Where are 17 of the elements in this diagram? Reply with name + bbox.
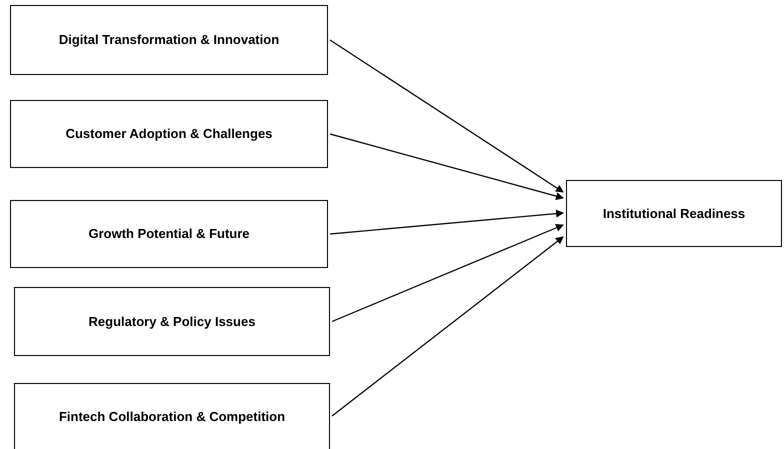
arrow — [330, 210, 564, 235]
arrow — [332, 224, 564, 322]
process-box — [10, 100, 328, 168]
box-label: Institutional Readiness — [602, 204, 746, 223]
arrow — [330, 40, 564, 193]
box-label: Regulatory & Policy Issues — [88, 312, 256, 331]
arrow — [332, 236, 564, 416]
process-box — [14, 383, 330, 449]
arrow — [330, 133, 564, 200]
box-label: Digital Transformation & Innovation — [58, 31, 280, 50]
process-box — [14, 287, 330, 356]
box-label: Customer Adoption & Challenges — [64, 125, 274, 144]
box-label: Growth Potential & Future — [87, 225, 251, 244]
process-box — [10, 5, 328, 75]
process-box — [10, 200, 328, 268]
process-box — [566, 180, 782, 247]
box-label: Fintech Collaboration & Competition — [58, 408, 286, 426]
